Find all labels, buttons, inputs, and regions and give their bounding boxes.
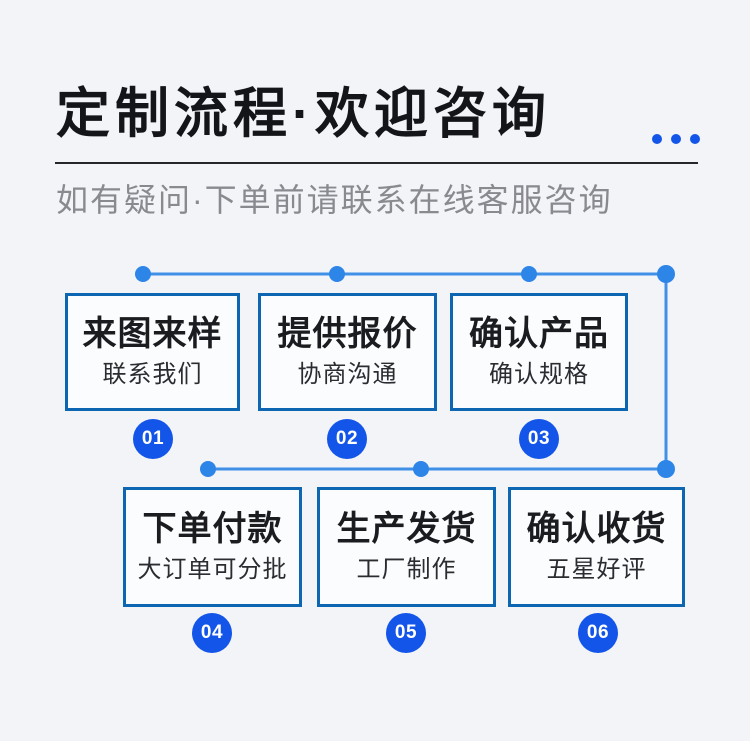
step-title: 确认产品	[469, 315, 609, 353]
step-subtitle: 协商沟通	[297, 361, 398, 388]
step-subtitle: 工厂制作	[356, 556, 457, 583]
step-card-4: 下单付款 大订单可分批	[123, 487, 302, 607]
step-card-2: 提供报价 协商沟通	[258, 293, 437, 411]
step-title: 提供报价	[277, 315, 418, 353]
step-subtitle: 五星好评	[546, 556, 647, 583]
page-subtitle: 如有疑问·下单前请联系在线客服咨询	[56, 182, 613, 218]
connector-dot	[657, 265, 675, 283]
ellipsis-dot-icon	[671, 134, 681, 144]
step-number-badge: 02	[327, 419, 367, 459]
connector-dot	[200, 461, 216, 477]
step-number-badge: 03	[519, 419, 559, 459]
connector-dot	[329, 266, 345, 282]
page-title: 定制流程·欢迎咨询	[56, 84, 551, 144]
step-title: 来图来样	[82, 315, 223, 353]
ellipsis-dot-icon	[690, 134, 700, 144]
step-title: 生产发货	[336, 510, 477, 548]
connector-path	[143, 272, 668, 471]
step-title: 确认收货	[526, 510, 667, 548]
step-card-6: 确认收货 五星好评	[508, 487, 685, 607]
connector-dot	[135, 266, 151, 282]
connector-dot	[521, 266, 537, 282]
ellipsis-icon	[652, 134, 700, 144]
step-title: 下单付款	[142, 510, 283, 548]
ellipsis-dot-icon	[652, 134, 662, 144]
step-card-3: 确认产品 确认规格	[450, 293, 628, 411]
connector-dot	[413, 461, 429, 477]
step-card-5: 生产发货 工厂制作	[317, 487, 496, 607]
connector-dot	[657, 460, 675, 478]
step-number-badge: 06	[578, 613, 618, 653]
step-number-badge: 05	[386, 613, 426, 653]
step-number-badge: 04	[192, 613, 232, 653]
step-number-badge: 01	[133, 419, 173, 459]
step-subtitle: 联系我们	[102, 361, 203, 388]
step-subtitle: 大订单可分批	[137, 556, 288, 583]
header-divider	[55, 162, 698, 164]
step-card-1: 来图来样 联系我们	[65, 293, 240, 411]
step-subtitle: 确认规格	[489, 361, 589, 388]
